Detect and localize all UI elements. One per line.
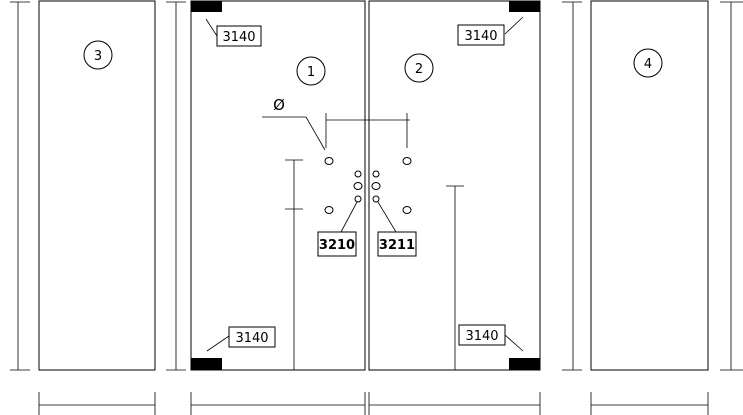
fitting-label-right: 3211 xyxy=(377,201,417,257)
fitting-label-right-text: 3211 xyxy=(379,238,415,253)
hole-pattern xyxy=(324,157,412,214)
panel-number-1: 1 xyxy=(296,56,326,86)
handle-height-markers xyxy=(285,159,464,370)
hinge-label-top-left-text: 3140 xyxy=(222,30,255,45)
hinge-label-top-right-text: 3140 xyxy=(464,29,497,44)
panel-number-3: 3 xyxy=(83,40,113,70)
hinge-block-bottom-left xyxy=(191,358,222,370)
panel-number-1-text: 1 xyxy=(307,65,315,80)
panel-number-2: 2 xyxy=(404,53,434,83)
hinge-label-top-left: 3140 xyxy=(205,18,262,47)
panel-4 xyxy=(590,0,709,371)
hinge-block-top-right xyxy=(509,1,540,12)
panel-number-2-text: 2 xyxy=(415,62,423,77)
fitting-label-left: 3210 xyxy=(317,201,358,257)
diameter-symbol: Ø xyxy=(273,96,285,114)
hinge-label-bottom-right-text: 3140 xyxy=(465,329,498,344)
panel-2 xyxy=(368,0,541,371)
fitting-label-left-text: 3210 xyxy=(319,238,355,253)
hinge-block-bottom-right xyxy=(509,358,540,370)
horizontal-dimension-lines xyxy=(38,392,709,415)
hinge-label-bottom-left: 3140 xyxy=(206,326,276,352)
hinge-label-bottom-right: 3140 xyxy=(458,324,524,352)
hinge-label-bottom-left-text: 3140 xyxy=(235,331,268,346)
hinge-label-top-right: 3140 xyxy=(457,16,524,46)
vertical-dimension-lines xyxy=(10,1,743,371)
panel-number-4: 4 xyxy=(633,48,663,78)
panel-number-4-text: 4 xyxy=(644,57,652,72)
hinge-block-top-left xyxy=(191,1,222,12)
panel-1 xyxy=(190,0,366,371)
panel-3 xyxy=(38,0,156,371)
diameter-callout: Ø xyxy=(262,96,410,151)
panel-number-3-text: 3 xyxy=(94,49,102,64)
